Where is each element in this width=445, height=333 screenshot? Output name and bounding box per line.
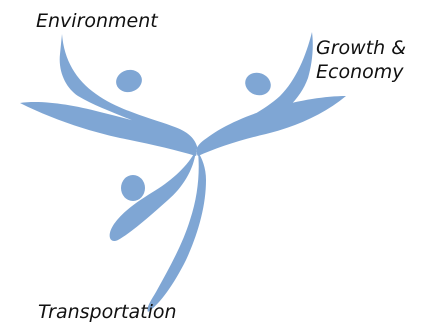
- growth-economy-figure: [196, 32, 346, 156]
- transportation-label: Transportation: [38, 301, 177, 323]
- growth-economy-label: Growth & Economy: [316, 36, 406, 84]
- growth-economy-label-line1: Growth &: [316, 37, 407, 59]
- transportation-figure: [109, 150, 206, 312]
- environment-figure-head: [116, 69, 142, 93]
- growth-economy-label-line2: Economy: [316, 61, 404, 83]
- growth-economy-figure-head: [245, 72, 271, 96]
- transportation-figure-head: [121, 175, 145, 201]
- environment-figure: [20, 34, 198, 156]
- environment-figure-body: [20, 34, 198, 156]
- growth-economy-figure-body: [196, 32, 346, 156]
- transportation-figure-body: [109, 150, 206, 312]
- environment-label: Environment: [36, 10, 158, 32]
